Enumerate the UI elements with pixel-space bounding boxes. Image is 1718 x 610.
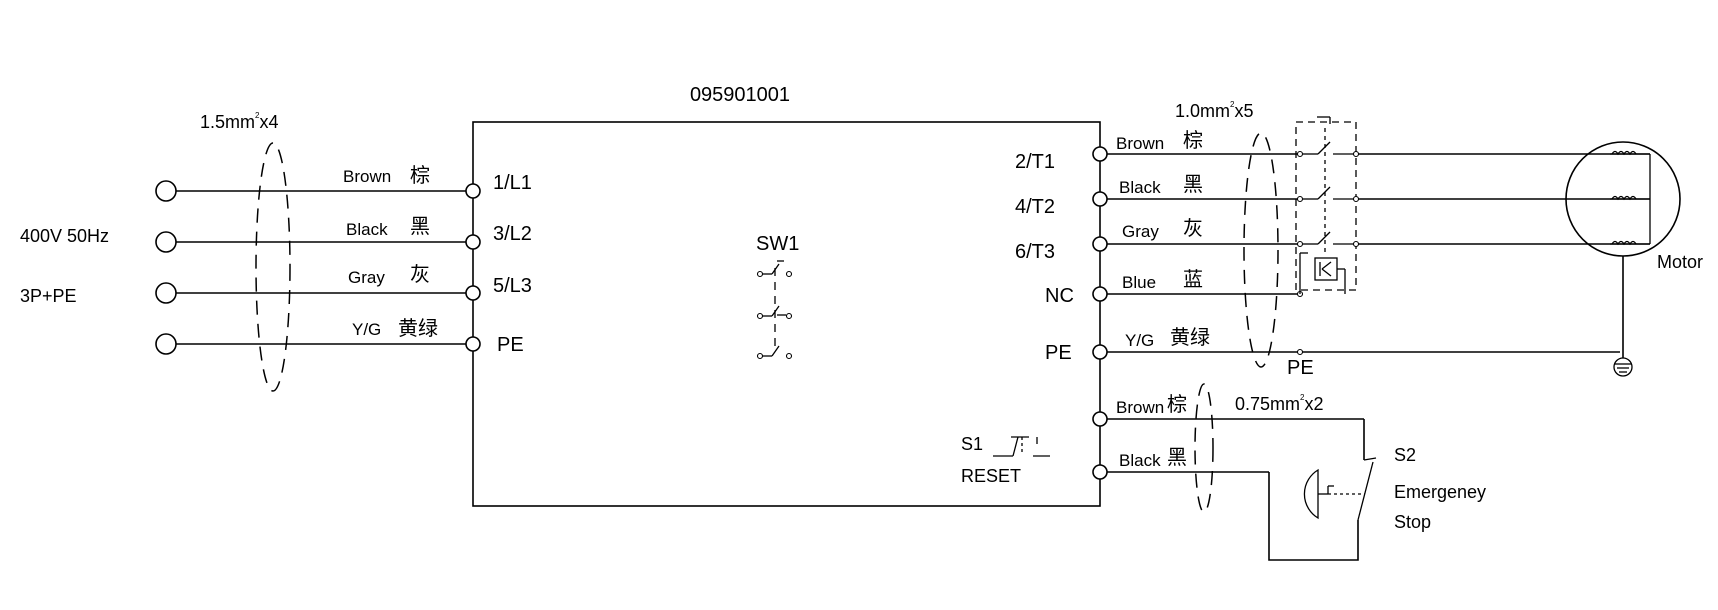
output-wire-t2-cn: 黑	[1183, 174, 1203, 196]
input-wire-l1-color: Brown	[343, 167, 391, 186]
estop-label-line1: Emergeney	[1394, 482, 1486, 502]
output-wire-nc: NC Blue 蓝	[1045, 268, 1300, 307]
estop-wire-black: Black 黑	[1092, 447, 1269, 480]
model-number: 095901001	[690, 84, 790, 106]
terminal-1-l1: 1/L1	[493, 172, 532, 194]
terminal-nc: NC	[1045, 285, 1074, 307]
terminal-5-l3: 5/L3	[493, 275, 532, 297]
switch-label: SW1	[756, 233, 799, 255]
input-wire-l3: Gray 灰 5/L3	[155, 263, 532, 304]
motor-symbol	[1565, 141, 1681, 352]
output-cable-bundle	[1243, 132, 1279, 368]
output-wire-pe: PE Y/G 黄绿	[1045, 326, 1620, 364]
estop-wire-brown-cn: 棕	[1167, 393, 1187, 416]
input-cable-bundle	[255, 142, 291, 392]
input-voltage: 400V 50Hz	[20, 226, 109, 246]
estop-wire-brown: Brown 棕	[1092, 393, 1364, 427]
estop-name: S2	[1394, 445, 1416, 465]
input-wire-pe-color: Y/G	[352, 320, 381, 339]
reset-button-symbol	[993, 436, 1050, 457]
output-wire-t1-color: Brown	[1116, 134, 1164, 153]
input-phases: 3P+PE	[20, 286, 77, 306]
estop-wire-brown-color: Brown	[1116, 398, 1164, 417]
output-wire-t3-color: Gray	[1122, 222, 1159, 241]
estop-wire-black-color: Black	[1119, 451, 1161, 470]
output-wire-t3-cn: 灰	[1183, 217, 1203, 240]
input-wire-pe: Y/G 黄绿 PE	[155, 317, 524, 356]
motor-protector	[1295, 116, 1360, 298]
controller-box	[472, 121, 1101, 507]
estop-cable-spec: 0.75mm2x2	[1235, 393, 1324, 414]
output-wire-t1: 2/T1 Brown 棕	[1015, 129, 1300, 173]
output-wire-t1-cn: 棕	[1183, 129, 1203, 152]
motor-label: Motor	[1657, 252, 1703, 272]
pe-protector-label: PE	[1287, 357, 1314, 379]
input-wire-l1: Brown 棕 1/L1	[155, 164, 532, 202]
switch-sw1-symbol	[756, 260, 793, 360]
input-wire-pe-cn: 黄绿	[398, 317, 438, 340]
input-wire-l2-color: Black	[346, 220, 388, 239]
output-wire-t2-color: Black	[1119, 178, 1161, 197]
input-wire-l3-cn: 灰	[410, 263, 430, 286]
reset-name: S1	[961, 434, 983, 454]
input-cable-spec: 1.5mm2x4	[200, 111, 278, 132]
estop-cable-bundle	[1194, 383, 1214, 513]
output-wire-nc-color: Blue	[1122, 273, 1156, 292]
output-wire-pe-color: Y/G	[1125, 331, 1154, 350]
estop-label-line2: Stop	[1394, 512, 1431, 532]
input-wire-l1-cn: 棕	[410, 164, 430, 187]
terminal-6-t3: 6/T3	[1015, 241, 1055, 263]
input-wire-l2-cn: 黑	[410, 216, 430, 238]
output-cable-spec: 1.0mm2x5	[1175, 100, 1253, 121]
reset-label: RESET	[961, 466, 1021, 486]
terminal-2-t1: 2/T1	[1015, 151, 1055, 173]
output-wire-t2: 4/T2 Black 黑	[1015, 174, 1300, 218]
output-wire-nc-cn: 蓝	[1183, 268, 1203, 291]
terminal-4-t2: 4/T2	[1015, 196, 1055, 218]
output-wire-pe-cn: 黄绿	[1170, 326, 1210, 349]
ground-icon	[1613, 352, 1633, 377]
input-wire-l2: Black 黑 3/L2	[155, 216, 532, 253]
terminal-pe-in: PE	[497, 334, 524, 356]
estop-button-symbol	[1303, 457, 1377, 521]
estop-wire-black-cn: 黑	[1167, 447, 1187, 469]
input-wire-l3-color: Gray	[348, 268, 385, 287]
terminal-pe-out: PE	[1045, 342, 1072, 364]
terminal-3-l2: 3/L2	[493, 223, 532, 245]
output-wire-t3: 6/T3 Gray 灰	[1015, 217, 1300, 263]
